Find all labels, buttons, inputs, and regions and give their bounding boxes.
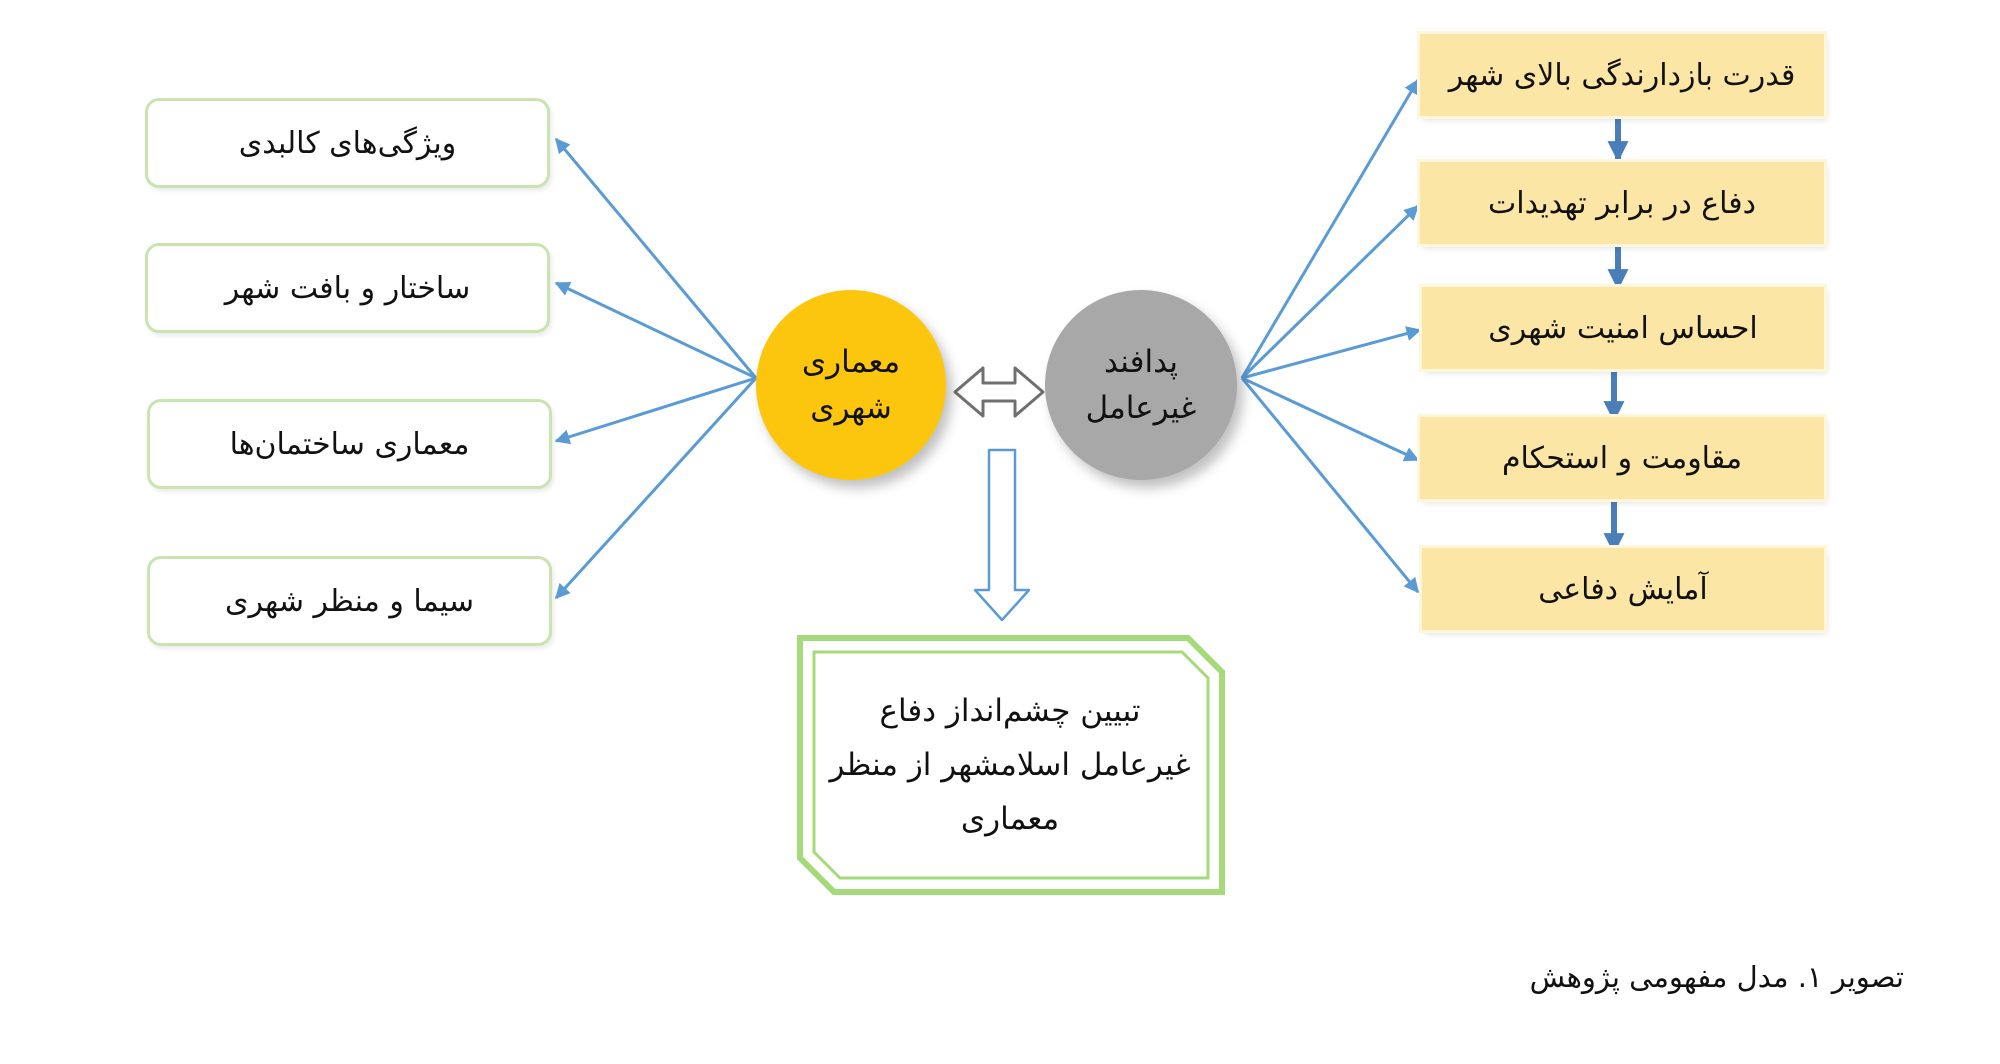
- double-headed-arrow: [953, 366, 1045, 418]
- arrow-to-defensive-planning: [1240, 377, 1420, 594]
- right-box-deterrence: قدرت بازدارندگی بالای شهر: [1420, 34, 1824, 116]
- right-box-defensive-planning: آمایش دفاعی: [1422, 548, 1824, 630]
- result-frame-outer: [797, 635, 1225, 895]
- down-hollow-arrow: [973, 448, 1031, 622]
- arrow-to-urban-landscape: [554, 376, 758, 600]
- left-box-urban-landscape: سیما و منظر شهری: [147, 556, 552, 646]
- left-box-physical-features: ویژگی‌های کالبدی: [145, 98, 550, 188]
- right-box-security-feeling: احساس امنیت شهری: [1422, 287, 1824, 369]
- arrow-to-deterrence: [1240, 78, 1420, 379]
- result-frame-inner: [812, 650, 1210, 880]
- right-box-threat-defense: دفاع در برابر تهدیدات: [1420, 162, 1824, 244]
- arrow-to-security-feeling: [1241, 326, 1422, 380]
- arrow-to-city-structure: [554, 281, 757, 380]
- arrow-to-threat-defense: [1240, 204, 1420, 380]
- left-box-building-architecture: معماری ساختمان‌ها: [147, 399, 552, 489]
- figure-caption: تصویر ۱. مدل مفهومی پژوهش: [1529, 960, 1904, 994]
- left-box-city-structure: ساختار و بافت شهر: [145, 243, 550, 333]
- result-box-text: تبیین چشم‌انداز دفاع غیرعامل اسلامشهر از…: [829, 692, 1191, 838]
- urban-architecture-circle: معماری شهری: [756, 290, 946, 480]
- arrow-to-resistance: [1241, 376, 1420, 462]
- right-box-resistance: مقاومت و استحکام: [1420, 417, 1824, 499]
- arrow-to-building-architecture: [554, 376, 757, 445]
- passive-defense-circle: پدافند غیرعامل: [1045, 290, 1237, 480]
- arrow-to-physical-features: [554, 137, 758, 379]
